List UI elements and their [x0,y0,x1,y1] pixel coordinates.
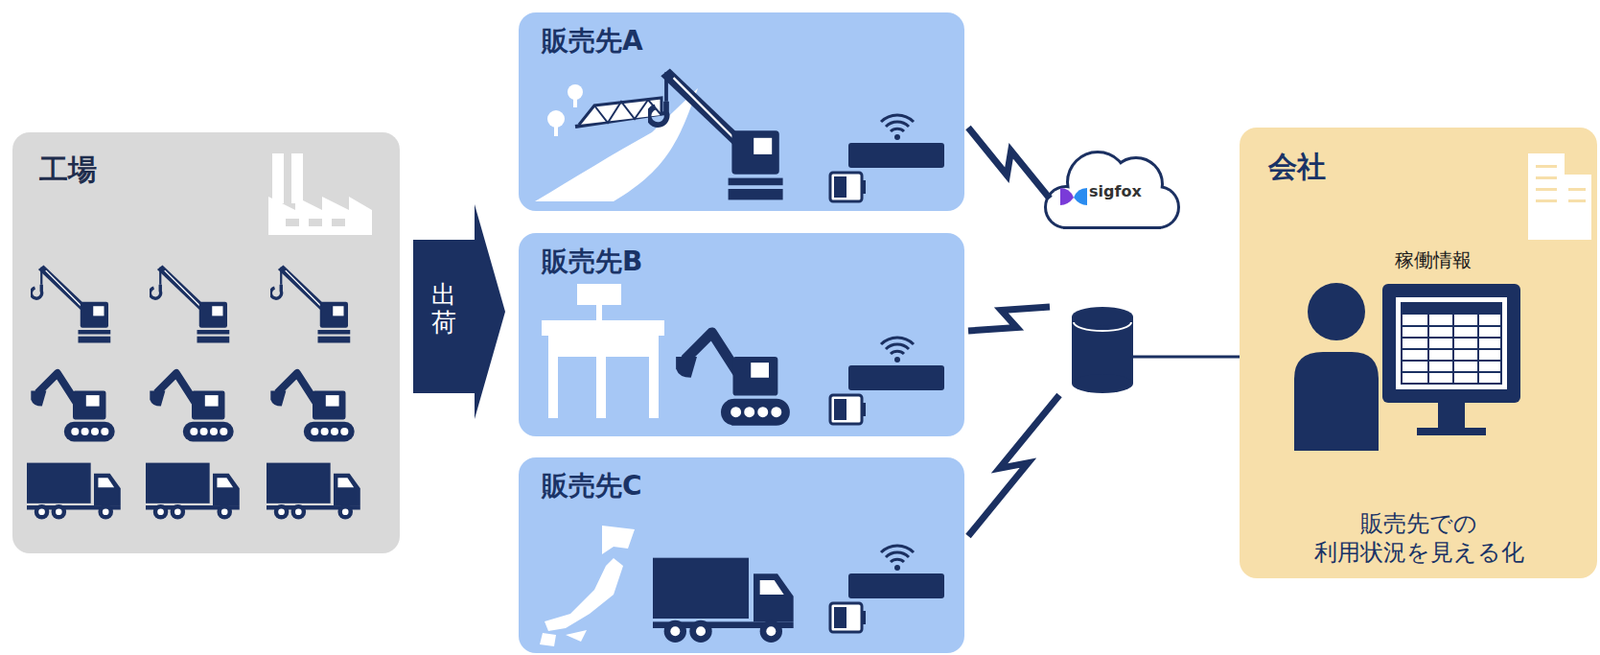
wireless-link [968,306,1050,331]
text-holder: 会社 [1268,148,1326,186]
company-box: 会社稼働情報販売先での 利用状況を見える化 [1239,127,1598,579]
text-holder: sigfox [1089,182,1142,202]
text-holder: 稼働情報 [1361,248,1506,273]
factory-vehicles [26,265,361,520]
box-heading: 販売先A [541,23,644,58]
box-heading: 工場 [39,151,97,188]
scene-b [541,283,945,426]
wireless-link [968,394,1060,536]
box-fill [518,12,965,211]
factory-box: 工場 [12,132,400,554]
shipping-arrow [413,204,506,419]
person-at-computer [1294,282,1521,451]
cloud-outline [1046,153,1178,227]
box-fill [518,232,965,437]
text-holder: 販売先C [541,468,643,503]
scene-c [539,525,945,647]
box-heading: 販売先C [541,468,643,503]
building-icon [1528,153,1592,240]
factory-icon [268,153,372,235]
box-fill [12,132,400,554]
customer-box: 販売先C [518,457,965,653]
text-holder: 販売先での 利用状況を見える化 [1289,509,1549,567]
box-heading: sigfox [1089,182,1142,202]
text-holder: 販売先A [541,23,644,58]
data-line [1133,356,1240,358]
label-holder: 出荷 [413,280,475,336]
text-holder: 販売先B [541,244,643,279]
box-heading: 販売先B [541,244,643,279]
box-text: 販売先での 利用状況を見える化 [1289,509,1549,567]
cloud-node: sigfox [1044,153,1180,394]
box-fill [518,457,965,653]
wireless-link [968,127,1050,199]
box-text: 稼働情報 [1361,248,1506,273]
customer-box: 販売先A [518,12,965,211]
database-cylinder [1071,306,1134,394]
box-fill [1239,127,1598,579]
customer-box: 販売先B [518,232,965,437]
edge-label: 出荷 [431,280,457,336]
scene-a [534,69,945,202]
text-holder: 工場 [39,151,97,188]
box-heading: 会社 [1268,148,1326,186]
